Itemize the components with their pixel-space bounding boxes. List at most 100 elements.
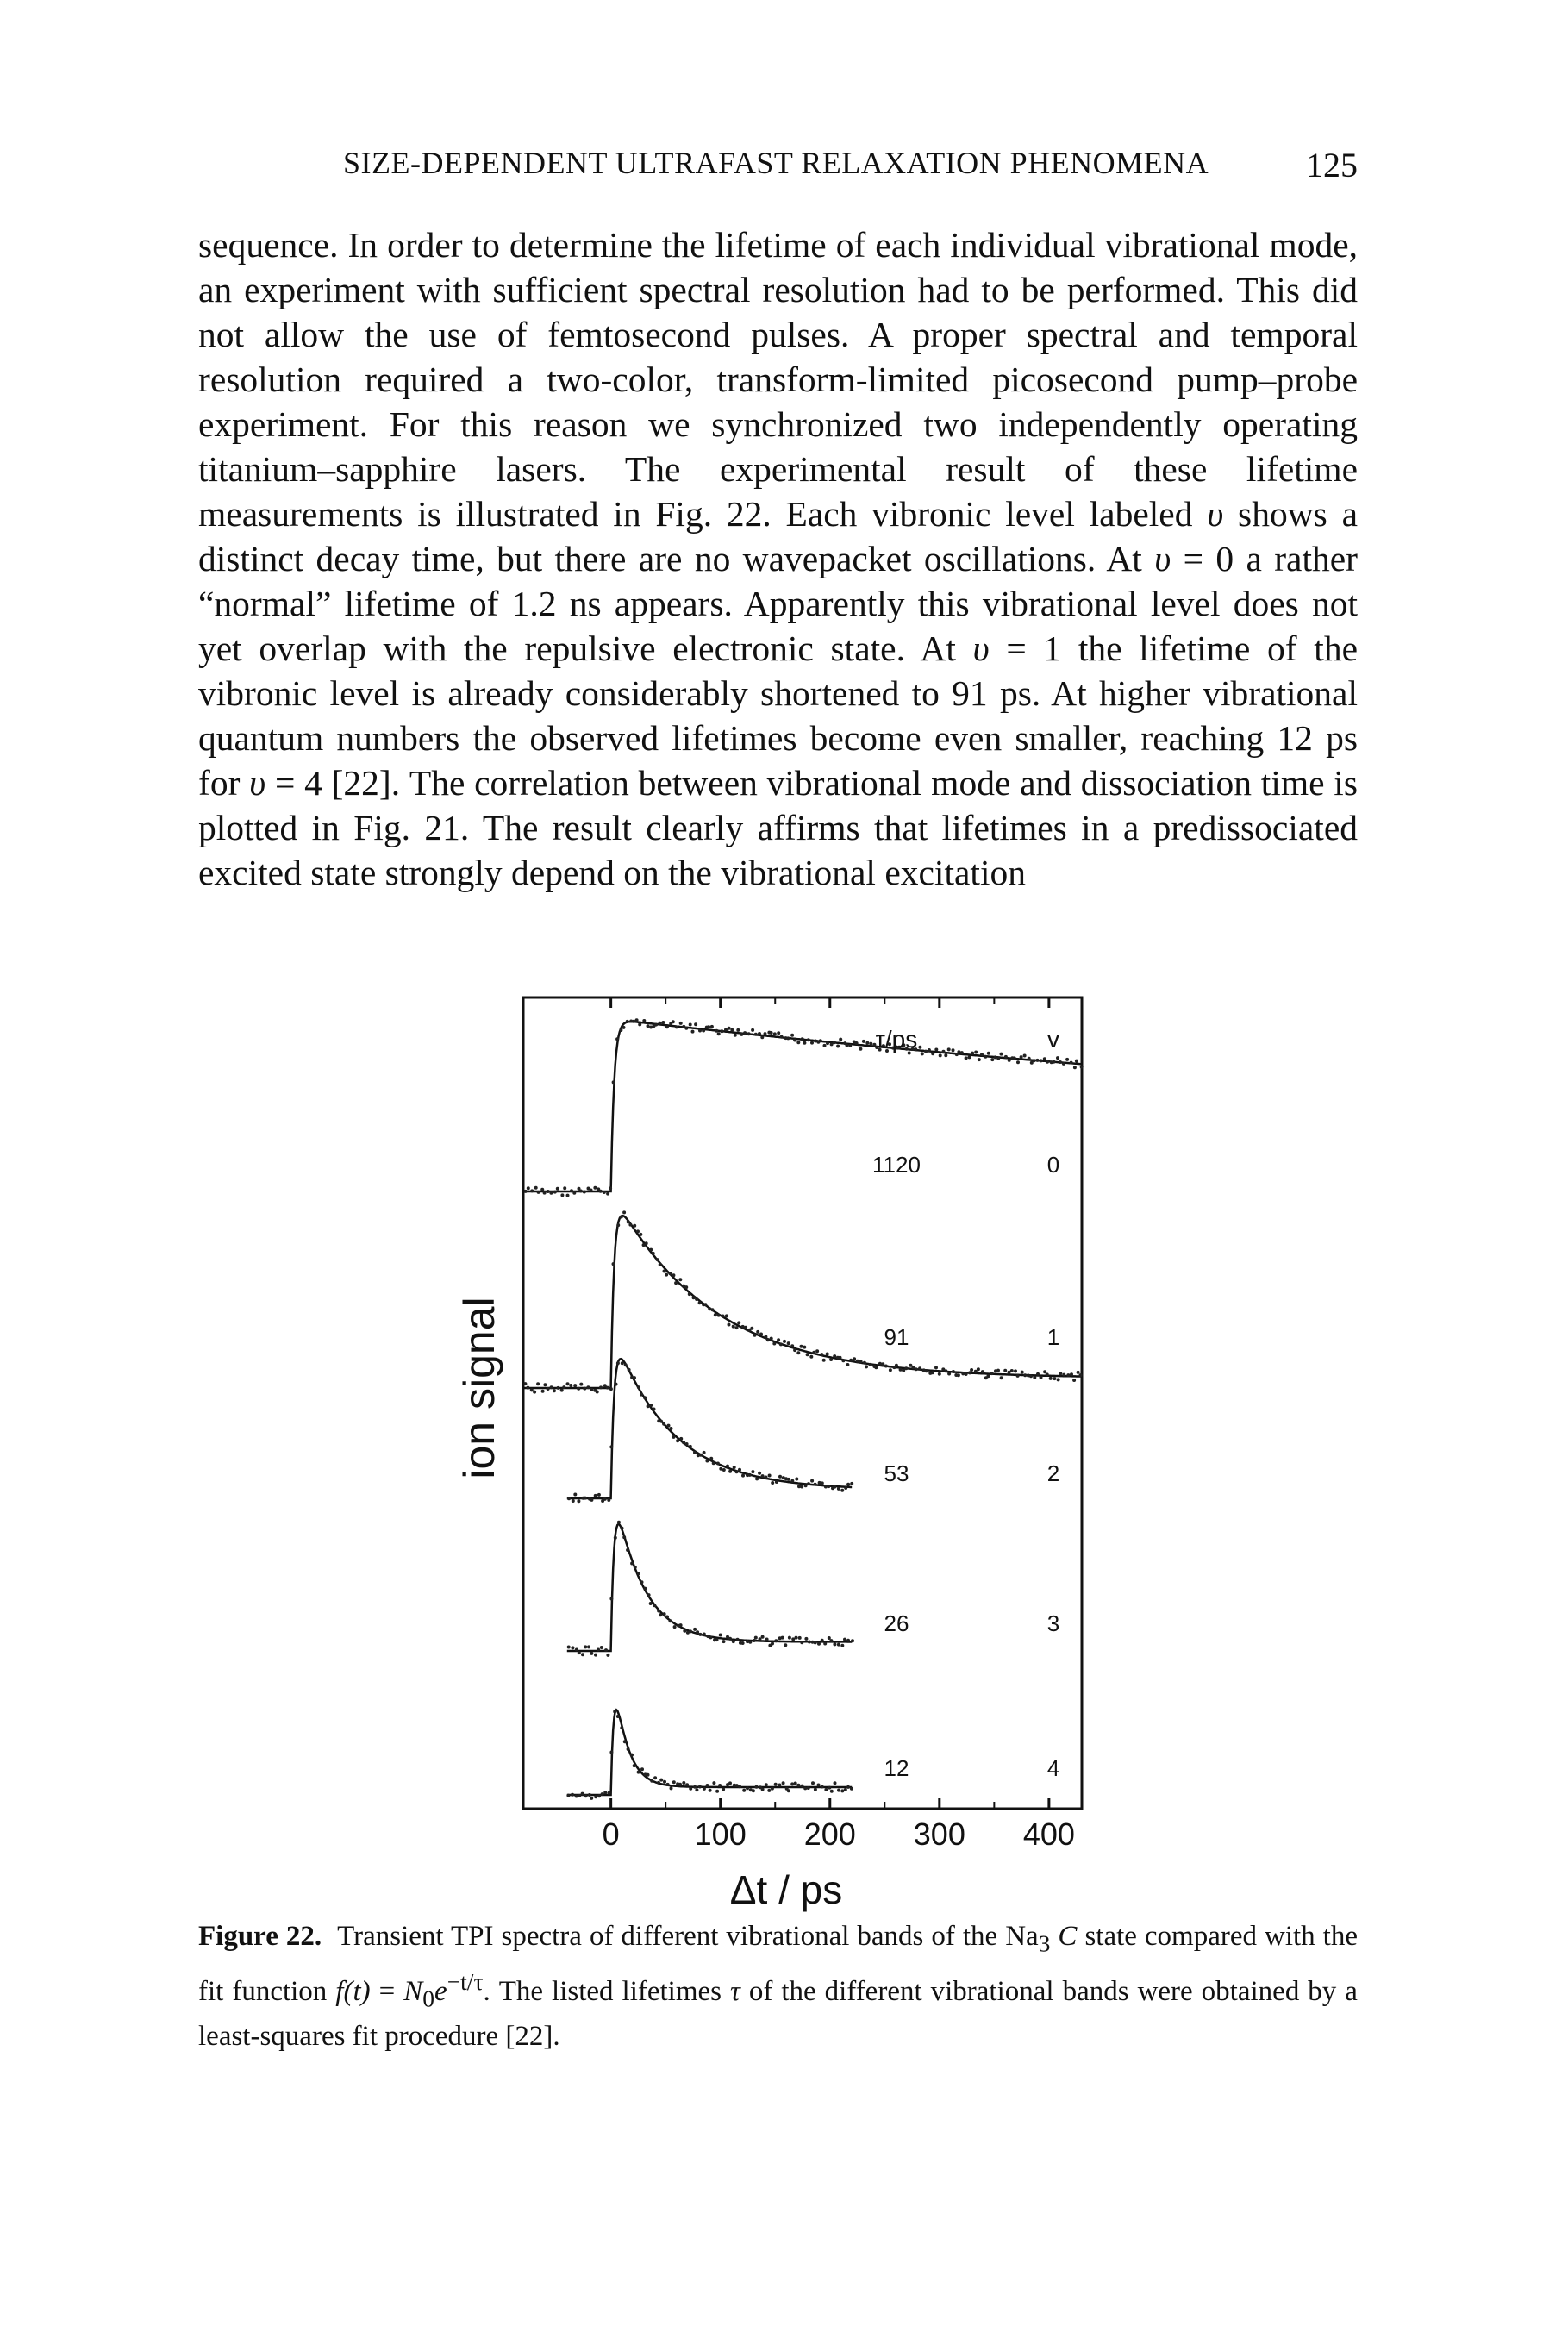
data-point <box>904 1047 909 1051</box>
data-point <box>947 1372 952 1376</box>
body-text-segment: = 4 [22]. The correlation between vibrat… <box>198 763 1358 892</box>
data-point <box>571 1499 575 1503</box>
data-point <box>853 1357 857 1361</box>
data-point <box>764 1475 768 1479</box>
caption-text: . The listed lifetimes <box>483 1975 731 2007</box>
data-point <box>633 1565 637 1569</box>
data-point <box>638 1022 642 1027</box>
data-point <box>794 1635 798 1640</box>
data-point <box>803 1345 807 1349</box>
data-point <box>658 1021 662 1025</box>
data-point <box>719 1466 723 1471</box>
data-point <box>774 1480 778 1484</box>
data-point <box>560 1193 565 1197</box>
data-point <box>626 1747 630 1751</box>
data-point <box>823 1485 828 1489</box>
data-point <box>721 1314 725 1318</box>
data-point <box>600 1792 604 1797</box>
data-point <box>609 1186 613 1191</box>
plot-frame <box>522 996 1084 1810</box>
fit-curve-v1 <box>523 1214 1083 1390</box>
data-point <box>668 1619 672 1623</box>
data-point <box>662 1269 666 1273</box>
data-point <box>846 1363 850 1366</box>
data-point <box>971 1051 975 1055</box>
data-point <box>790 1479 795 1483</box>
data-point <box>643 1772 647 1777</box>
data-point <box>746 1786 749 1791</box>
data-point <box>609 1750 614 1754</box>
data-point <box>572 1191 577 1195</box>
data-point <box>546 1387 550 1391</box>
data-point <box>888 1368 892 1372</box>
data-point <box>851 1639 854 1643</box>
data-point <box>797 1635 802 1640</box>
data-point <box>659 1419 663 1423</box>
data-point <box>990 1372 994 1376</box>
data-point <box>758 1471 762 1475</box>
data-point <box>616 1223 621 1228</box>
data-point <box>620 1726 624 1730</box>
data-point <box>807 1482 810 1486</box>
data-point <box>615 1361 620 1366</box>
data-point <box>924 1049 928 1053</box>
data-point <box>967 1055 971 1060</box>
data-point <box>930 1371 934 1375</box>
data-point <box>652 1407 656 1411</box>
data-point <box>728 1781 732 1785</box>
data-point <box>904 1366 909 1371</box>
data-point <box>846 1482 851 1486</box>
data-point <box>613 1535 617 1540</box>
data-point <box>586 1385 590 1390</box>
data-point <box>715 1028 719 1033</box>
data-point <box>536 1382 540 1386</box>
data-point <box>843 1788 847 1791</box>
data-point <box>746 1640 749 1644</box>
caption-text: of the different vibrational bands were … <box>198 1975 1358 2053</box>
data-point <box>655 1258 659 1262</box>
data-point <box>820 1353 824 1357</box>
data-point <box>1035 1058 1040 1062</box>
data-point <box>1029 1374 1033 1379</box>
data-point <box>1033 1375 1037 1379</box>
data-point <box>838 1355 842 1360</box>
data-point <box>574 1794 578 1798</box>
data-point <box>1072 1379 1077 1382</box>
data-point <box>622 1740 627 1744</box>
nu-symbol: υ <box>972 628 990 668</box>
data-point <box>577 1499 581 1504</box>
fit-curve-v2 <box>566 1357 853 1500</box>
data-point <box>710 1308 715 1312</box>
data-point <box>973 1369 978 1373</box>
body-text-segment: = 1 the lifetime of the vibronic level i… <box>198 628 1359 803</box>
data-point <box>881 1044 885 1048</box>
data-point <box>769 1336 773 1341</box>
data-point <box>810 1479 815 1483</box>
data-point <box>693 1785 697 1789</box>
nu-symbol: υ <box>1207 494 1224 534</box>
data-point <box>587 1645 590 1649</box>
data-point <box>733 1033 737 1037</box>
data-point <box>611 1080 615 1085</box>
data-point <box>549 1385 553 1390</box>
data-point <box>683 1629 687 1633</box>
body-text-segment: sequence. In order to determine the life… <box>198 225 1358 534</box>
data-point <box>897 1045 902 1049</box>
data-point <box>571 1792 574 1797</box>
data-point <box>781 1476 785 1480</box>
data-point <box>643 1396 647 1400</box>
data-point <box>726 1635 729 1639</box>
data-point <box>709 1024 714 1028</box>
data-point <box>1072 1066 1077 1070</box>
data-point <box>777 1338 781 1342</box>
data-point <box>1070 1372 1073 1377</box>
data-point <box>636 1385 640 1390</box>
data-point <box>722 1640 726 1644</box>
v-label: 1 <box>1047 1324 1059 1350</box>
caption-subscript: 3 <box>1038 1929 1051 1957</box>
data-point <box>843 1637 846 1641</box>
data-point <box>740 1324 745 1329</box>
data-point <box>786 1341 790 1346</box>
data-point <box>754 1785 759 1789</box>
data-point <box>1048 1376 1053 1380</box>
